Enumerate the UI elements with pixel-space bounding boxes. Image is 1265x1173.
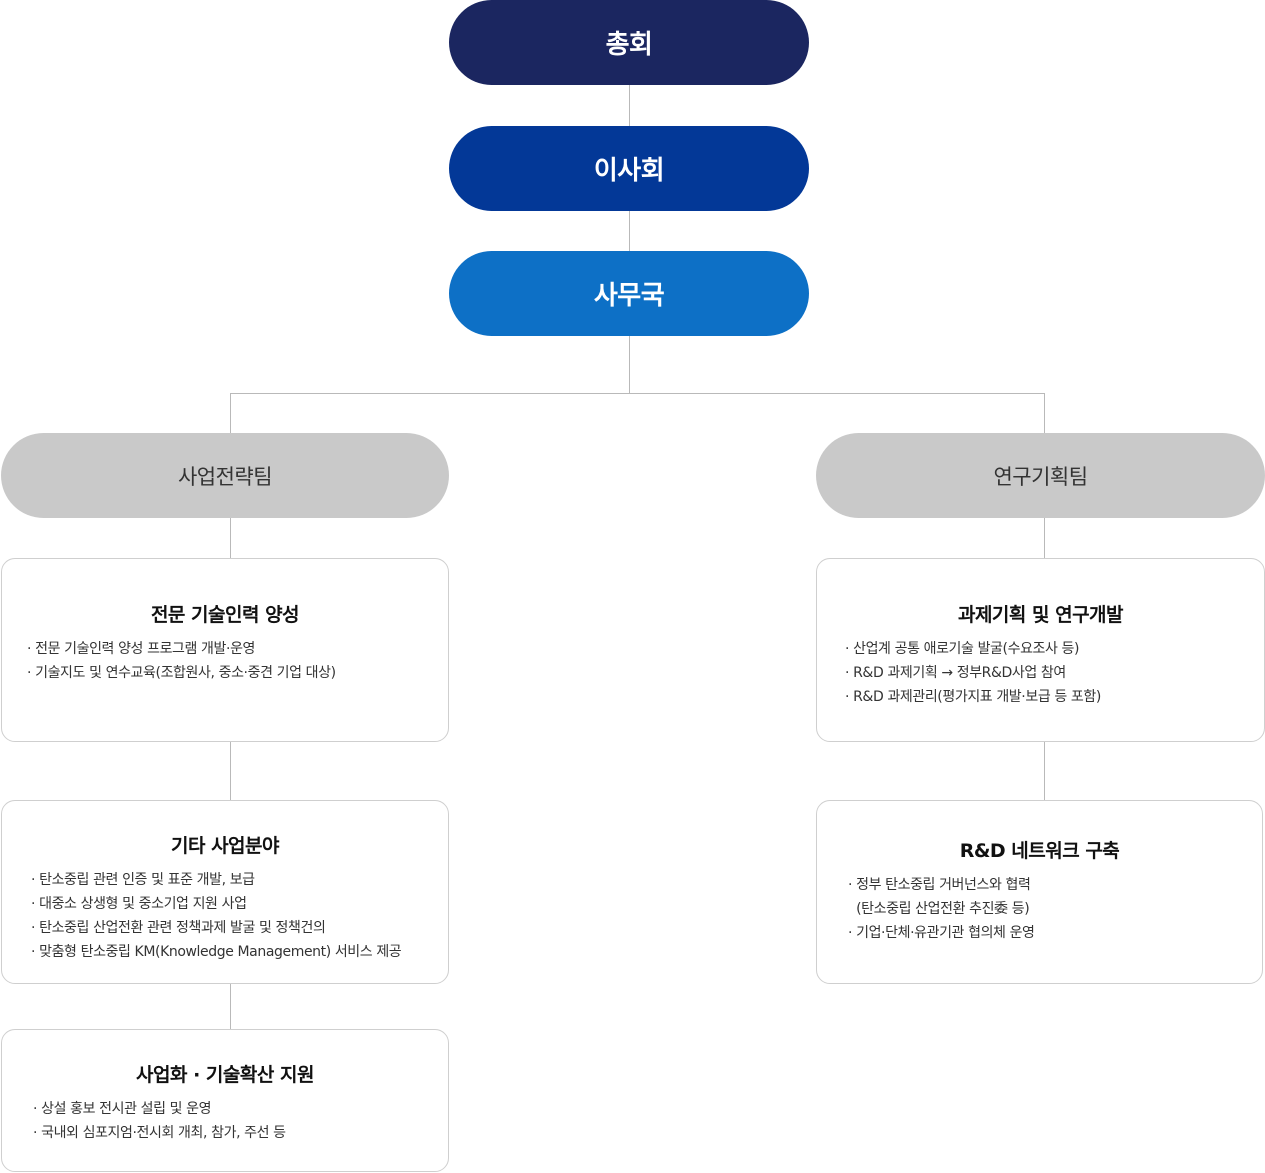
- list-item: · R&D 과제기획 → 정부R&D사업 참여: [845, 665, 1066, 681]
- list-item: · 국내외 심포지엄·전시회 개최, 참가, 주선 등: [33, 1125, 286, 1141]
- board-label: 이사회: [593, 156, 665, 186]
- connector-horizontal-branch: [230, 393, 1045, 394]
- commercialization-card: 사업화 · 기술확산 지원 · 상설 홍보 전시관 설립 및 운영 · 국내외 …: [1, 1029, 449, 1172]
- list-item: · 기술지도 및 연수교육(조합원사, 중소·중견 기업 대상): [27, 665, 336, 681]
- business-strategy-team-label: 사업전략팀: [177, 464, 273, 489]
- list-item: · 정부 탄소중립 거버넌스와 협력: [848, 877, 1031, 893]
- other-business-card: 기타 사업분야 · 탄소중립 관련 인증 및 표준 개발, 보급 · 대중소 상…: [1, 800, 449, 984]
- talent-training-card: 전문 기술인력 양성 · 전문 기술인력 양성 프로그램 개발·운영 · 기술지…: [1, 558, 449, 742]
- secretariat-label: 사무국: [593, 281, 665, 311]
- connector-right-team: [1044, 393, 1045, 433]
- rnd-network-card: R&D 네트워크 구축 · 정부 탄소중립 거버넌스와 협력 (탄소중립 산업전…: [816, 800, 1263, 984]
- list-item: · 탄소중립 산업전환 관련 정책과제 발굴 및 정책건의: [31, 920, 326, 936]
- list-item: · 탄소중립 관련 인증 및 표준 개발, 보급: [31, 872, 255, 888]
- rnd-planning-list: · 산업계 공통 애로기술 발굴(수요조사 등) · R&D 과제기획 → 정부…: [845, 637, 1264, 709]
- list-item: · 맞춤형 탄소중립 KM(Knowledge Management) 서비스 …: [31, 944, 402, 960]
- connector-board-secretariat: [629, 211, 630, 251]
- research-planning-team-label: 연구기획팀: [993, 464, 1088, 489]
- connector-secretariat-down: [629, 336, 630, 393]
- research-planning-team-node: 연구기획팀: [816, 433, 1265, 518]
- business-strategy-team-node: 사업전략팀: [1, 433, 449, 518]
- other-business-title: 기타 사업분야: [171, 835, 280, 857]
- commercialization-list: · 상설 홍보 전시관 설립 및 운영 · 국내외 심포지엄·전시회 개최, 참…: [33, 1097, 448, 1145]
- talent-training-list: · 전문 기술인력 양성 프로그램 개발·운영 · 기술지도 및 연수교육(조합…: [27, 637, 448, 685]
- other-business-list: · 탄소중립 관련 인증 및 표준 개발, 보급 · 대중소 상생형 및 중소기…: [31, 868, 448, 964]
- connector-right-team-card1: [1044, 518, 1045, 558]
- connector-left-card2-card3: [230, 984, 231, 1029]
- connector-left-card1-card2: [230, 742, 231, 800]
- rnd-planning-title: 과제기획 및 연구개발: [957, 604, 1124, 626]
- list-item: · 상설 홍보 전시관 설립 및 운영: [33, 1101, 212, 1117]
- connector-left-team-card1: [230, 518, 231, 558]
- list-item: · 전문 기술인력 양성 프로그램 개발·운영: [27, 641, 256, 657]
- talent-training-title: 전문 기술인력 양성: [150, 604, 300, 626]
- list-item: · 기업·단체·유관기관 협의체 운영: [848, 925, 1035, 941]
- rnd-network-title: R&D 네트워크 구축: [959, 840, 1120, 862]
- list-item: · 산업계 공통 애로기술 발굴(수요조사 등): [845, 641, 1080, 657]
- connector-general-assembly-board: [629, 85, 630, 126]
- list-item: · R&D 과제관리(평가지표 개발·보급 등 포함): [845, 689, 1101, 705]
- list-item: · 대중소 상생형 및 중소기업 지원 사업: [31, 896, 247, 912]
- commercialization-title: 사업화 · 기술확산 지원: [136, 1064, 314, 1086]
- secretariat-node: 사무국: [449, 251, 809, 336]
- rnd-planning-card: 과제기획 및 연구개발 · 산업계 공통 애로기술 발굴(수요조사 등) · R…: [816, 558, 1265, 742]
- connector-left-team: [230, 393, 231, 433]
- connector-right-card1-card2: [1044, 742, 1045, 800]
- general-assembly-label: 총회: [605, 30, 653, 60]
- list-item: (탄소중립 산업전환 추진委 등): [848, 901, 1030, 917]
- rnd-network-list: · 정부 탄소중립 거버넌스와 협력 (탄소중립 산업전환 추진委 등) · 기…: [848, 873, 1262, 945]
- general-assembly-node: 총회: [449, 0, 809, 85]
- board-node: 이사회: [449, 126, 809, 211]
